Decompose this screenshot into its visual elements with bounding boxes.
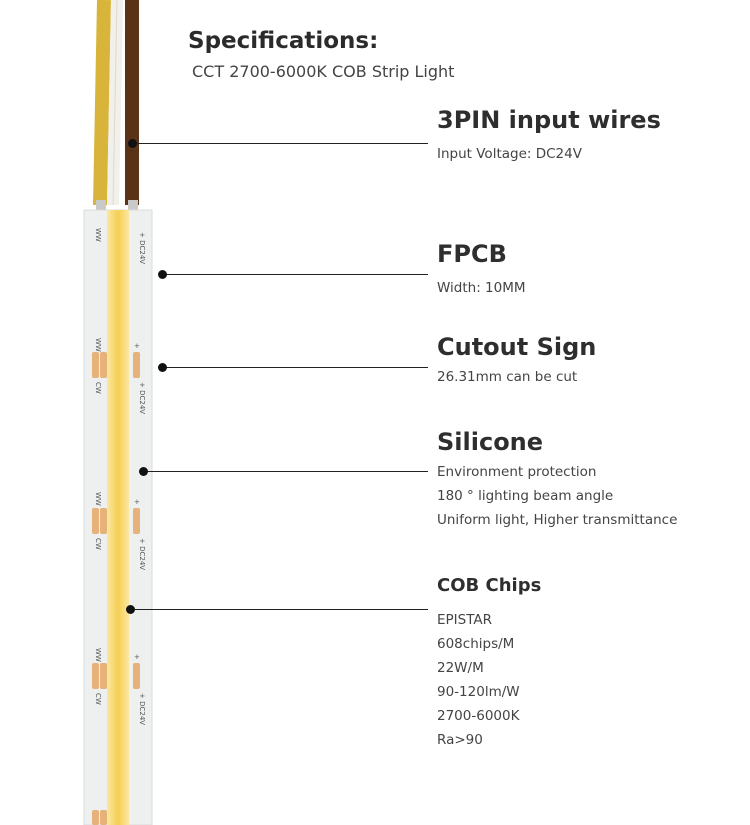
- leader-line-fpcb: [162, 274, 428, 275]
- feature-title: COB Chips: [437, 575, 542, 596]
- svg-text:+ DC24V: + DC24V: [138, 382, 146, 414]
- feature-title: FPCB: [437, 240, 507, 268]
- feature-line: EPISTAR: [437, 612, 493, 628]
- feature-fpcb: FPCB Width: 10MM: [437, 240, 526, 300]
- leader-line-silicone: [143, 471, 428, 472]
- svg-text:+: +: [134, 342, 140, 350]
- svg-text:CW: CW: [94, 382, 102, 394]
- leader-dot-wires: [128, 139, 137, 148]
- svg-text:WW: WW: [94, 228, 102, 242]
- feature-line: 90-120lm/W: [437, 684, 520, 700]
- feature-line: Environment protection: [437, 464, 597, 480]
- feature-silicone: Silicone Environment protection 180 ° li…: [437, 428, 677, 532]
- svg-text:+ DC24V: + DC24V: [138, 538, 146, 570]
- svg-text:+: +: [134, 653, 140, 661]
- page-subtitle: CCT 2700-6000K COB Strip Light: [192, 62, 455, 81]
- svg-text:CW: CW: [94, 693, 102, 705]
- leader-dot-cob: [126, 605, 135, 614]
- feature-cob-chips: COB Chips EPISTAR 608chips/M 22W/M 90-12…: [437, 575, 541, 752]
- feature-title: Silicone: [437, 428, 544, 456]
- leader-dot-cutout: [158, 363, 167, 372]
- svg-text:+ DC24V: + DC24V: [138, 232, 146, 264]
- feature-line: Ra>90: [437, 732, 483, 748]
- feature-line: Width: 10MM: [437, 280, 526, 296]
- feature-line: 2700-6000K: [437, 708, 520, 724]
- feature-line: 22W/M: [437, 660, 484, 676]
- feature-wires: 3PIN input wires Input Voltage: DC24V: [437, 106, 661, 166]
- pcb-markings: + DC24V + DC24V + DC24V + DC24V WW WW WW…: [94, 228, 146, 725]
- cob-chip-line: [107, 210, 129, 825]
- leader-line-wires: [132, 143, 428, 144]
- leader-line-cob: [130, 609, 428, 610]
- feature-line: 26.31mm can be cut: [437, 369, 578, 385]
- svg-text:+ DC24V: + DC24V: [138, 693, 146, 725]
- svg-text:CW: CW: [94, 538, 102, 550]
- feature-line: Input Voltage: DC24V: [437, 146, 582, 162]
- feature-line: 180 ° lighting beam angle: [437, 488, 614, 504]
- feature-cutout: Cutout Sign 26.31mm can be cut: [437, 333, 596, 389]
- input-wires: [93, 0, 139, 214]
- feature-line: 608chips/M: [437, 636, 515, 652]
- feature-line: Uniform light, Higher transmittance: [437, 512, 678, 528]
- feature-title: 3PIN input wires: [437, 106, 661, 134]
- svg-text:WW: WW: [94, 492, 102, 506]
- cutout-pads: [92, 352, 140, 825]
- leader-dot-silicone: [139, 467, 148, 476]
- leader-dot-fpcb: [158, 270, 167, 279]
- leader-line-cutout: [162, 367, 428, 368]
- svg-text:WW: WW: [94, 338, 102, 352]
- svg-text:+: +: [134, 498, 140, 506]
- page-title: Specifications:: [188, 28, 379, 54]
- feature-title: Cutout Sign: [437, 333, 597, 361]
- svg-text:WW: WW: [94, 648, 102, 662]
